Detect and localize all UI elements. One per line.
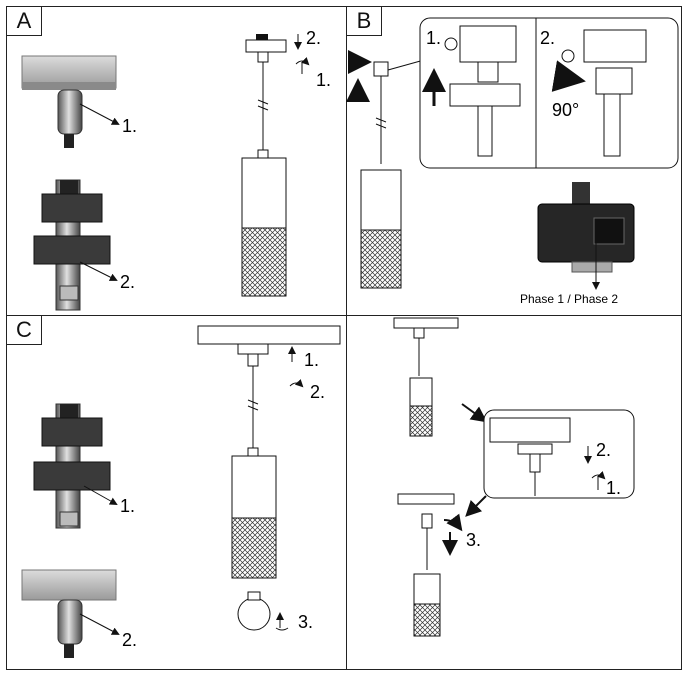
step-label: 1.: [316, 70, 331, 90]
ground-icon: [561, 49, 575, 63]
step-label: 1.: [606, 478, 621, 498]
rotation-angle: 90°: [552, 100, 579, 120]
panel-b-detail-box: [419, 17, 679, 169]
step-label: 2.: [310, 382, 325, 402]
panel-label-a: A: [6, 6, 42, 36]
step-label: 2.: [540, 28, 555, 48]
panel-label-c: C: [6, 315, 42, 345]
phase-caption: Phase 1 / Phase 2: [520, 292, 618, 306]
panel-d-removal-sequence: [393, 317, 635, 637]
step-label: 2.: [120, 272, 135, 292]
step-label: 1.: [426, 28, 441, 48]
step-label: 1.: [304, 350, 319, 370]
panel-a-pendant-lamp: [241, 34, 310, 297]
step-label: 2.: [122, 630, 137, 650]
step-label: 2.: [306, 28, 321, 48]
bulb-icon: [237, 597, 271, 631]
panel-c-adapter-block-photo: [33, 403, 118, 529]
step-label: 2.: [596, 440, 611, 460]
step-label: 1.: [122, 116, 137, 136]
horizontal-divider: [7, 315, 681, 316]
panel-c-adapter-photo: [21, 569, 120, 658]
panel-c-pendant-lamp: [197, 325, 341, 631]
step-label: 1.: [120, 496, 135, 516]
panel-a-adapter-photo: [21, 55, 120, 148]
ground-icon: [444, 37, 458, 51]
vertical-divider: [346, 7, 347, 669]
step-label: 3.: [298, 612, 313, 632]
panel-b-pendant-lamp: [346, 50, 425, 289]
panel-label-b: B: [346, 6, 382, 36]
instruction-sheet: A B C: [6, 6, 682, 670]
panel-b-adapter-photo: [537, 182, 635, 290]
step-label: 3.: [466, 530, 481, 550]
panel-a-adapter-block-photo: [33, 179, 118, 311]
